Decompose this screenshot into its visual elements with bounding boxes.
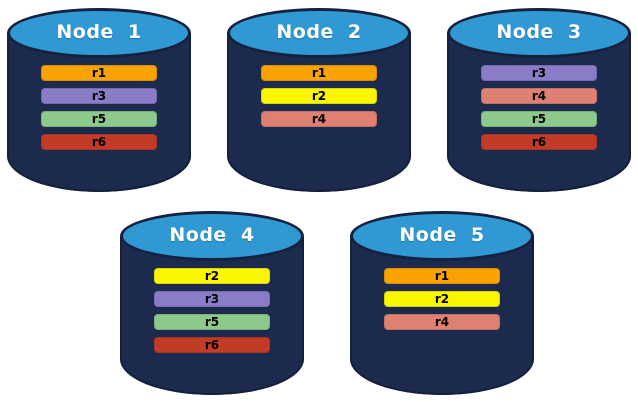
- replica-bar-r6: r6: [481, 134, 597, 150]
- replica-list: r1 r2 r4: [227, 65, 411, 127]
- node-label: Node 4: [169, 224, 255, 246]
- db-node-5: Node 5 r1 r2 r4: [350, 211, 534, 395]
- replica-bar-r6: r6: [154, 337, 270, 353]
- replica-list: r1 r2 r4: [350, 268, 534, 330]
- replica-list: r1 r3 r5 r6: [7, 65, 191, 150]
- replica-bar-r1: r1: [261, 65, 377, 81]
- replica-bar-r4: r4: [481, 88, 597, 104]
- cylinder-top-ellipse: Node 5: [350, 211, 534, 261]
- db-node-1: Node 1 r1 r3 r5 r6: [7, 8, 191, 192]
- db-node-3: Node 3 r3 r4 r5 r6: [447, 8, 631, 192]
- replica-bar-r5: r5: [481, 111, 597, 127]
- replica-bar-r4: r4: [384, 314, 500, 330]
- node-label: Node 1: [56, 21, 142, 43]
- cylinder-top-ellipse: Node 3: [447, 8, 631, 58]
- replica-bar-r2: r2: [261, 88, 377, 104]
- db-node-2: Node 2 r1 r2 r4: [227, 8, 411, 192]
- replica-bar-r3: r3: [481, 65, 597, 81]
- cylinder-top-ellipse: Node 2: [227, 8, 411, 58]
- replica-bar-r3: r3: [41, 88, 157, 104]
- node-label: Node 2: [276, 21, 362, 43]
- replica-list: r3 r4 r5 r6: [447, 65, 631, 150]
- cylinder-top-ellipse: Node 4: [120, 211, 304, 261]
- replica-list: r2 r3 r5 r6: [120, 268, 304, 353]
- replica-bar-r1: r1: [41, 65, 157, 81]
- replica-bar-r6: r6: [41, 134, 157, 150]
- db-node-4: Node 4 r2 r3 r5 r6: [120, 211, 304, 395]
- replica-bar-r2: r2: [154, 268, 270, 284]
- replica-bar-r5: r5: [154, 314, 270, 330]
- replica-bar-r4: r4: [261, 111, 377, 127]
- replica-bar-r2: r2: [384, 291, 500, 307]
- replica-bar-r3: r3: [154, 291, 270, 307]
- cylinder-top-ellipse: Node 1: [7, 8, 191, 58]
- row-bottom: Node 4 r2 r3 r5 r6 Node 5 r1 r2 r4: [16, 211, 638, 395]
- replica-bar-r5: r5: [41, 111, 157, 127]
- node-label: Node 3: [496, 21, 582, 43]
- replica-bar-r1: r1: [384, 268, 500, 284]
- node-label: Node 5: [399, 224, 485, 246]
